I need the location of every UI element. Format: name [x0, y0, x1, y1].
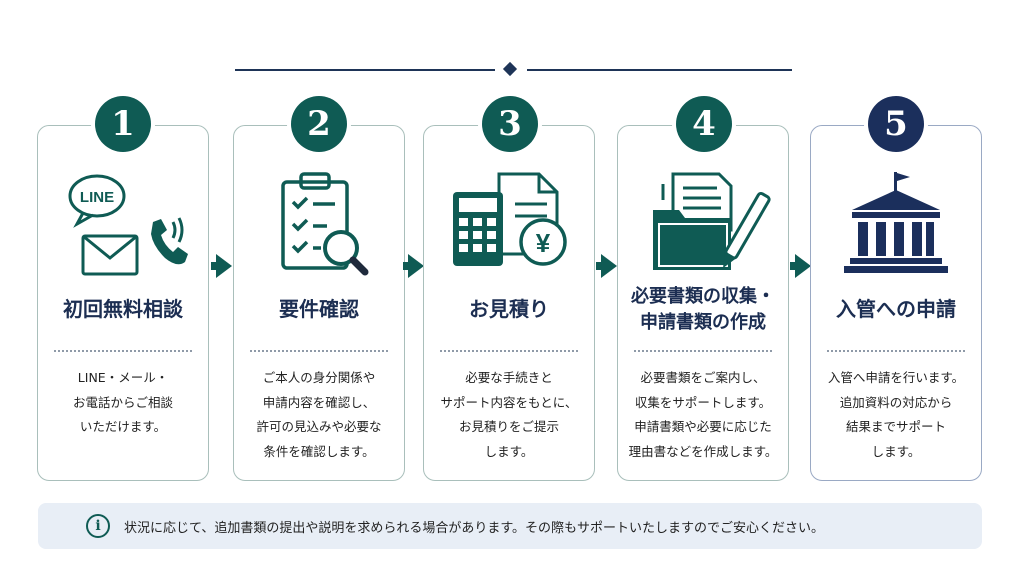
step-number-badge-5: 5 [868, 96, 924, 152]
step-number-badge-3: 3 [482, 96, 538, 152]
info-note-bar: i 状況に応じて、追加書類の提出や説明を求められる場合があります。その際もサポー… [38, 503, 982, 549]
line-logo-text: LINE [80, 189, 114, 206]
top-divider-diamond [502, 61, 518, 77]
clipboard-magnifier-icon [234, 170, 404, 282]
step-description-5: 入管へ申請を行います。 追加資料の対応から 結果までサポート します。 [827, 370, 965, 459]
step-number-badge-1: 1 [95, 96, 151, 152]
step-number-badge-4: 4 [676, 96, 732, 152]
step-title-5: 入管への申請 [836, 297, 956, 321]
step-card-3: ¥ お見積り 必要な手続きと サポート内容をもとに、 お見積りをご提示 します。 [423, 125, 595, 481]
step-description-2: ご本人の身分関係や 申請内容を確認し、 許可の見込みや必要な 条件を確認します。 [256, 370, 382, 459]
step-card-5: 入管への申請 入管へ申請を行います。 追加資料の対応から 結果までサポート しま… [810, 125, 982, 481]
info-note-text: 状況に応じて、追加書類の提出や説明を求められる場合があります。その際もサポートい… [124, 520, 825, 536]
flow-arrow-stem [403, 262, 409, 270]
dotted-divider [440, 350, 578, 352]
flow-arrow-right-icon [795, 254, 811, 278]
step-description-1: LINE・メール・ お電話からご相談 いただけます。 [72, 370, 173, 434]
flow-arrow-stem [211, 262, 217, 270]
flow-arrow-stem [596, 262, 602, 270]
flow-arrow-stem [790, 262, 796, 270]
flow-arrow-right-icon [216, 254, 232, 278]
step-card-1: LINE 初回無料相談 LINE・メール・ お電話からご相談 いただけます。 [37, 125, 209, 481]
yen-symbol: ¥ [536, 228, 551, 258]
step-description-3: 必要な手続きと サポート内容をもとに、 お見積りをご提示 します。 [440, 370, 578, 459]
dotted-divider [250, 350, 388, 352]
government-building-icon [811, 170, 981, 282]
dotted-divider [634, 350, 772, 352]
flow-arrow-right-icon [601, 254, 617, 278]
step-title-2: 要件確認 [279, 297, 359, 321]
flow-arrow-right-icon [408, 254, 424, 278]
step-title-4: 必要書類の収集・ 申請書類の作成 [631, 286, 775, 333]
step-number-badge-2: 2 [291, 96, 347, 152]
dotted-divider [54, 350, 192, 352]
step-title-1: 初回無料相談 [63, 297, 183, 321]
step-title-3: お見積り [469, 297, 549, 321]
info-icon: i [86, 514, 110, 538]
top-divider-left [235, 69, 495, 71]
step-card-4: 必要書類の収集・ 申請書類の作成 必要書類をご案内し、 収集をサポートします。 … [617, 125, 789, 481]
top-divider-right [527, 69, 792, 71]
calculator-yen-document-icon: ¥ [424, 170, 594, 282]
step-card-2: 要件確認 ご本人の身分関係や 申請内容を確認し、 許可の見込みや必要な 条件を確… [233, 125, 405, 481]
dotted-divider [827, 350, 965, 352]
folder-documents-pen-icon [618, 170, 788, 282]
step-description-4: 必要書類をご案内し、 収集をサポートします。 申請書類や必要に応じた 理由書など… [628, 370, 778, 459]
line-mail-phone-icon: LINE [38, 170, 208, 282]
